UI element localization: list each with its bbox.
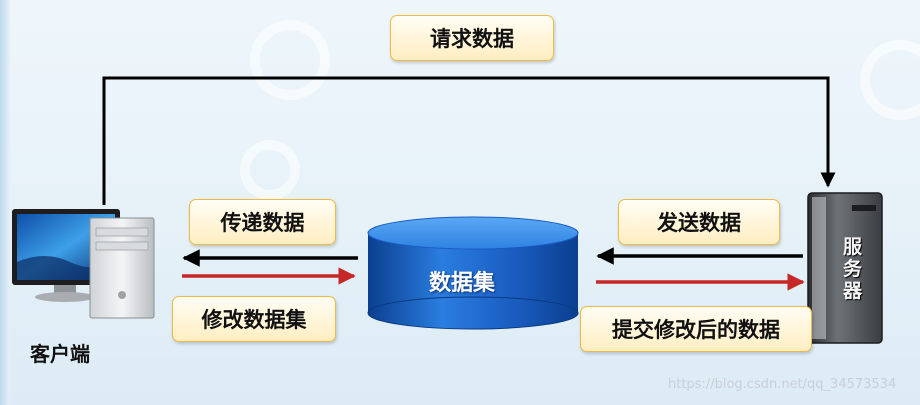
background-ring — [240, 140, 300, 200]
server-label-char: 务 — [843, 258, 863, 280]
modify-dataset-label: 修改数据集 — [172, 296, 336, 342]
pass-data-label: 传递数据 — [189, 199, 336, 245]
send-data-label: 发送数据 — [618, 199, 780, 245]
dataset-label: 数据集 — [429, 271, 496, 296]
server-label-char: 器 — [843, 280, 863, 302]
request-arrow — [102, 76, 836, 205]
dataset-cylinder — [367, 216, 579, 330]
submit-modified-data-label: 提交修改后的数据 — [580, 306, 812, 352]
request-data-label: 请求数据 — [390, 15, 554, 61]
server-icon — [807, 192, 883, 344]
background-ring — [860, 40, 920, 120]
background-ring — [250, 20, 330, 100]
watermark-url: https://blog.csdn.net/qq_34573534 — [668, 377, 897, 392]
server-label-char: 服 — [843, 236, 863, 258]
client-computer-icon — [12, 209, 155, 319]
client-label: 客户端 — [30, 342, 90, 366]
left-accent-band — [0, 0, 10, 405]
